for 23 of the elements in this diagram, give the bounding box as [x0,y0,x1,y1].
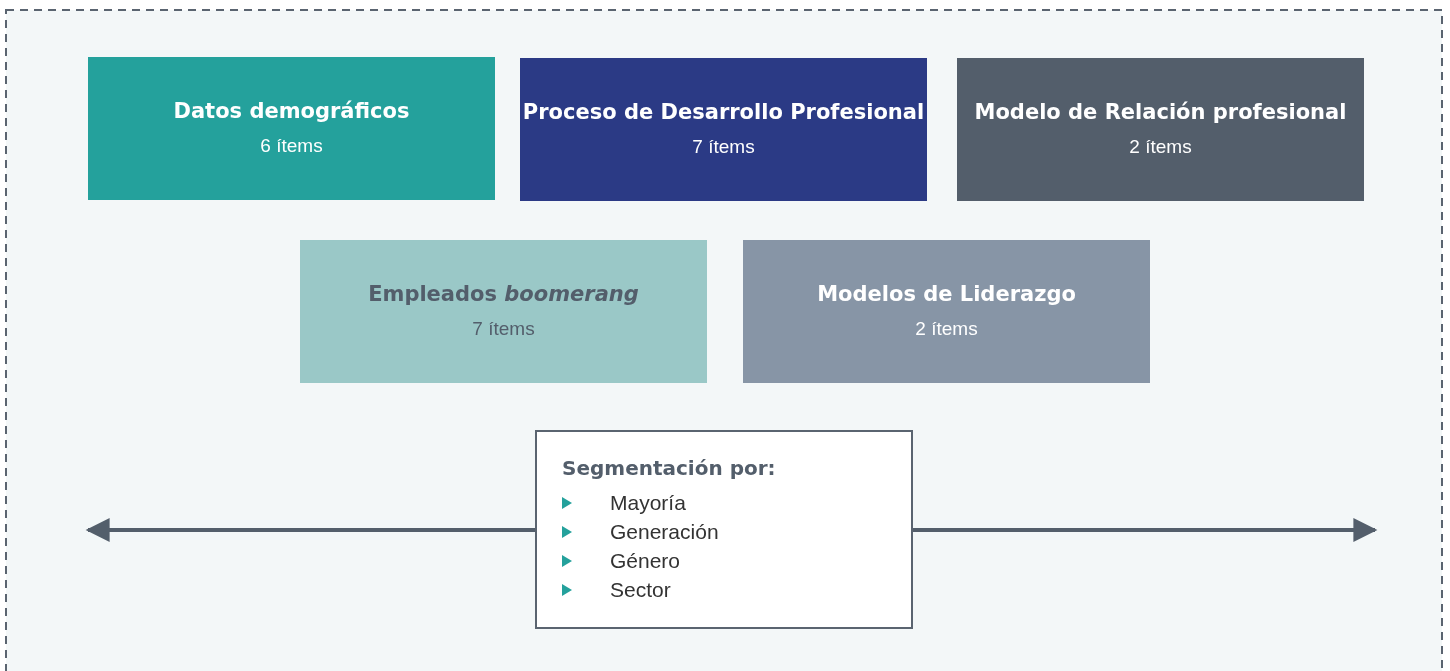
item-count: 6 ítems [260,134,323,158]
segment-item: Sector [610,577,671,602]
category-box [743,240,1150,383]
category-box [957,58,1364,201]
box-title: Proceso de Desarrollo Profesional [522,99,925,126]
item-count: 2 ítems [1129,135,1192,159]
segment-item: Género [610,548,681,573]
item-count: 2 ítems [915,317,978,341]
arrow [913,518,1378,542]
box-title: Datos demográficos [173,98,410,125]
box-title: Modelos de Liderazgo [817,281,1076,308]
item-count: 7 ítems [692,135,755,159]
box-title: Empleados boomerang [368,281,639,308]
segment-item: Generación [610,519,719,544]
item-count: 7 ítems [472,317,535,341]
arrow [85,518,535,542]
segment-heading: Segmentación por: [562,456,776,480]
category-box [88,57,495,200]
segment-item: Mayoría [610,490,686,515]
category-box [300,240,707,383]
segment-box [535,430,913,629]
category-box [520,58,927,201]
box-title: Modelo de Relación profesional [974,99,1347,126]
